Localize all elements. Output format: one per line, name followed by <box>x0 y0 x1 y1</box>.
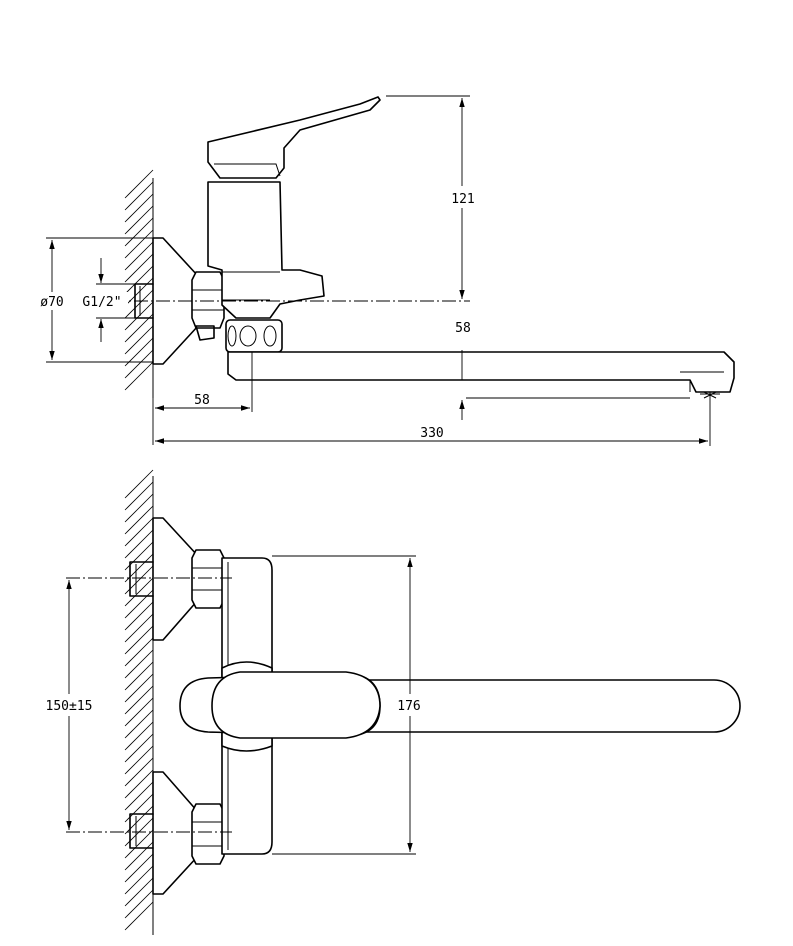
front-view: 150±15 176 <box>36 469 741 935</box>
hatch-line <box>124 901 154 931</box>
wall-hatch-bottom <box>124 469 154 935</box>
hatch-line <box>124 301 154 331</box>
lower-nut <box>191 803 225 865</box>
hatch-line <box>124 265 154 295</box>
hatch-line <box>124 625 154 655</box>
hatch-line <box>124 709 154 739</box>
hatch-line <box>124 637 154 667</box>
dim-spout-offset: 58 <box>455 321 471 336</box>
hatch-line <box>124 337 154 367</box>
hex-nut <box>191 271 225 329</box>
hatch-line <box>124 781 154 811</box>
hatch-line <box>124 769 154 799</box>
dim-handle-height: 121 <box>451 192 474 207</box>
hatch-line <box>124 733 154 763</box>
hatch-line <box>124 589 154 619</box>
hatch-line <box>124 853 154 883</box>
hatch-line <box>124 277 154 307</box>
hatch-line <box>124 865 154 895</box>
hatch-line <box>124 469 154 499</box>
hatch-line <box>124 205 154 235</box>
hatch-line <box>124 229 154 259</box>
hatch-line <box>124 181 154 211</box>
hatch-line <box>124 241 154 271</box>
upper-nut <box>191 549 225 609</box>
dim-body-length: 176 <box>397 699 420 714</box>
hatch-line <box>124 217 154 247</box>
hatch-line <box>124 841 154 871</box>
upper-inlet <box>129 561 154 597</box>
hatch-line <box>124 745 154 775</box>
hatch-line <box>124 529 154 559</box>
dim-flange-diameter: ø70 <box>40 295 63 310</box>
hatch-line <box>124 253 154 283</box>
hatch-line <box>124 169 154 199</box>
diverter-knob <box>195 325 215 341</box>
dim-thread: G1/2" <box>82 295 121 310</box>
hatch-line <box>124 601 154 631</box>
hatch-line <box>124 361 154 391</box>
spout <box>227 351 735 393</box>
side-view: 121 58 58 330 ø70 G1/2" <box>34 95 735 446</box>
hatch-line <box>124 673 154 703</box>
hatch-line <box>124 877 154 907</box>
hatch-line <box>124 517 154 547</box>
hatch-line <box>124 577 154 607</box>
hatch-line <box>124 757 154 787</box>
dim-spout-reach: 330 <box>420 426 443 441</box>
dim-spacing: 150±15 <box>46 699 93 714</box>
hatch-line <box>124 289 154 319</box>
hatch-line <box>124 613 154 643</box>
wall-hatch-top <box>124 169 154 398</box>
hatch-line <box>124 481 154 511</box>
hatch-line <box>124 325 154 355</box>
hatch-line <box>124 829 154 859</box>
hatch-line <box>124 889 154 919</box>
mixer-body <box>207 181 325 319</box>
hatch-line <box>124 505 154 535</box>
hatch-line <box>124 697 154 727</box>
handle-lever <box>207 96 381 179</box>
hatch-line <box>124 685 154 715</box>
spout-ring <box>225 319 283 353</box>
dim-wall-offset: 58 <box>194 393 210 408</box>
lower-inlet <box>129 813 154 849</box>
hatch-line <box>124 661 154 691</box>
hatch-line <box>124 649 154 679</box>
hatch-line <box>124 193 154 223</box>
hatch-line <box>124 721 154 751</box>
hatch-line <box>124 349 154 379</box>
hatch-line <box>124 493 154 523</box>
